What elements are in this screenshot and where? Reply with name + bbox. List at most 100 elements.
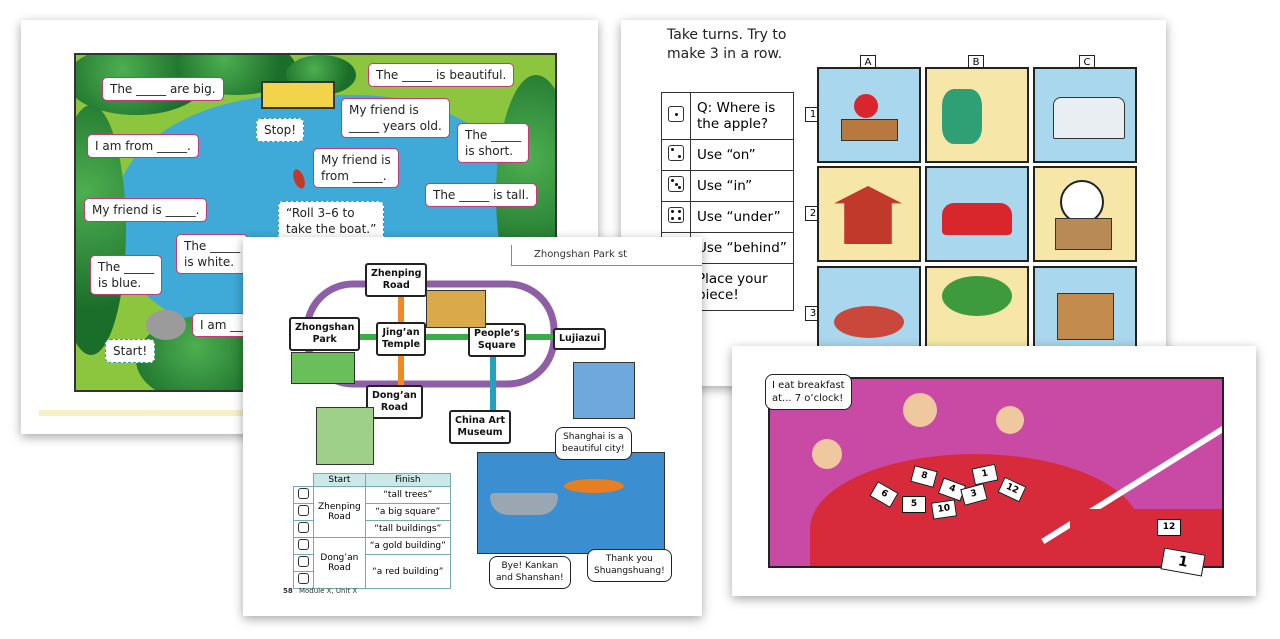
die-cell (293, 503, 314, 521)
die-cell (661, 139, 691, 171)
park-picture (291, 352, 355, 384)
station-jingan-temple: Jing’an Temple (376, 322, 427, 356)
finish-cell: “a gold building” (364, 537, 451, 555)
die-3-icon (298, 522, 309, 533)
board-bubble: My friend is _____. (84, 198, 208, 223)
cake-icon (1057, 293, 1114, 340)
board-bubble: The _____ is white. (176, 234, 249, 275)
board-bubble: The _____ is beautiful. (368, 63, 515, 88)
finish-cell: “tall buildings” (364, 520, 451, 538)
die-cell (293, 554, 314, 572)
column-label: A (860, 55, 876, 70)
box-icon (1055, 218, 1112, 250)
station-dongan-road: Dong’an Road (366, 385, 423, 419)
page-city-map: Zhongshan Park st Zhenping Road Zhongsha… (243, 237, 702, 616)
die-1-icon (298, 488, 309, 499)
dice-row: Place your piece! (690, 263, 794, 311)
person-boy-icon (812, 439, 842, 469)
die-4-icon (668, 207, 684, 223)
board-bubble: The _____ is tall. (425, 183, 537, 208)
station-peoples-square: People’s Square (468, 323, 526, 357)
column-header: Start (313, 473, 366, 487)
dice-row: Use “on” (690, 139, 794, 171)
dice-row: Use “behind” (690, 232, 794, 264)
board-bubble: The _____ are big. (102, 77, 224, 102)
dice-row: Use “under” (690, 201, 794, 233)
book-icon (841, 119, 898, 141)
die-2-icon (668, 145, 684, 161)
die-cell (661, 92, 691, 140)
station-lujiazui: Lujiazui (553, 328, 607, 350)
finish-cell: “tall trees” (364, 486, 451, 504)
person-girl2-icon (996, 406, 1024, 434)
start-label: Start! (105, 339, 156, 364)
pot-icon (834, 306, 904, 338)
station-zhenping-road: Zhenping Road (365, 263, 428, 297)
temple-picture (426, 290, 486, 328)
dice-row: Q: Where is the apple? (690, 92, 794, 140)
pavilion-icon (261, 81, 335, 109)
picture-b1 (925, 67, 1029, 163)
picture-c2 (1033, 166, 1137, 262)
pavilion-icon (834, 186, 902, 244)
board-bubble: The _____ is blue. (90, 255, 163, 296)
picture-a1 (817, 67, 921, 163)
station-china-art-museum: China Art Museum (449, 410, 512, 444)
die-2-icon (298, 505, 309, 516)
apple-icon (854, 94, 878, 118)
die-3-icon (668, 176, 684, 192)
person-girl-icon (903, 393, 937, 427)
die-cell (293, 537, 314, 555)
instructions: Take turns. Try to make 3 in a row. (667, 27, 787, 62)
die-6-icon (298, 573, 309, 584)
picture-a2 (817, 166, 921, 262)
stop-label: Stop! (256, 118, 305, 143)
station-zhongshan-park: Zhongshan Park (289, 317, 361, 351)
page-footer: 58 Module X, Unit X (283, 587, 357, 595)
column-header: Finish (364, 473, 451, 487)
dragon-icon (564, 479, 624, 493)
die-cell (293, 486, 314, 504)
car-icon (942, 203, 1012, 235)
picture-c1 (1033, 67, 1137, 163)
module-label: Module X, Unit X (298, 587, 358, 595)
finish-cell: “a red building” (364, 554, 451, 589)
column-label: C (1079, 55, 1095, 70)
die-cell (661, 170, 691, 202)
train-icon (1053, 97, 1125, 139)
die-cell (293, 571, 314, 589)
rock-icon (146, 310, 186, 340)
board-bubble: My friend is from _____. (313, 148, 399, 189)
finish-cell: “a big square” (364, 503, 451, 521)
speech-bubble: Thank you Shuangshuang! (587, 549, 672, 583)
route-table: Start Finish Zhenping Road “tall trees” … (293, 473, 451, 589)
page-grid-game: Take turns. Try to make 3 in a row. Q: W… (621, 20, 1166, 386)
boat-icon (490, 493, 558, 515)
speech-bubble: Shanghai is a beautiful city! (555, 427, 632, 461)
board-bubble: The _____ is short. (457, 123, 530, 164)
die-cell (294, 474, 314, 487)
number-card: 12 (1157, 519, 1181, 536)
square-picture (316, 407, 374, 465)
speech-bubble: Bye! Kankan and Shanshan! (489, 556, 571, 590)
die-4-icon (298, 539, 309, 550)
bottom-strip (39, 410, 269, 416)
die-cell (661, 201, 691, 233)
picture-b2 (925, 166, 1029, 262)
river-scene (477, 452, 665, 554)
start-cell: Zhenping Road (313, 486, 366, 538)
dragon-icon (942, 89, 982, 144)
speech-bubble: I eat breakfast at... 7 o’clock! (765, 374, 852, 410)
die-5-icon (298, 556, 309, 567)
board-bubble: My friend is _____ years old. (341, 98, 450, 139)
board-bubble: I am from _____. (87, 134, 199, 159)
page-number: 58 (283, 587, 293, 595)
number-card: 10 (930, 499, 958, 520)
panda-icon (1060, 180, 1104, 224)
header-note: Zhongshan Park st (511, 245, 702, 266)
number-card: 5 (902, 496, 926, 513)
die-1-icon (668, 106, 684, 122)
page-comic: I eat breakfast at... 7 o’clock! 8 4 1 1… (732, 346, 1256, 596)
die-cell (293, 520, 314, 538)
roll-instruction: “Roll 3–6 to take the boat.” (278, 201, 385, 242)
